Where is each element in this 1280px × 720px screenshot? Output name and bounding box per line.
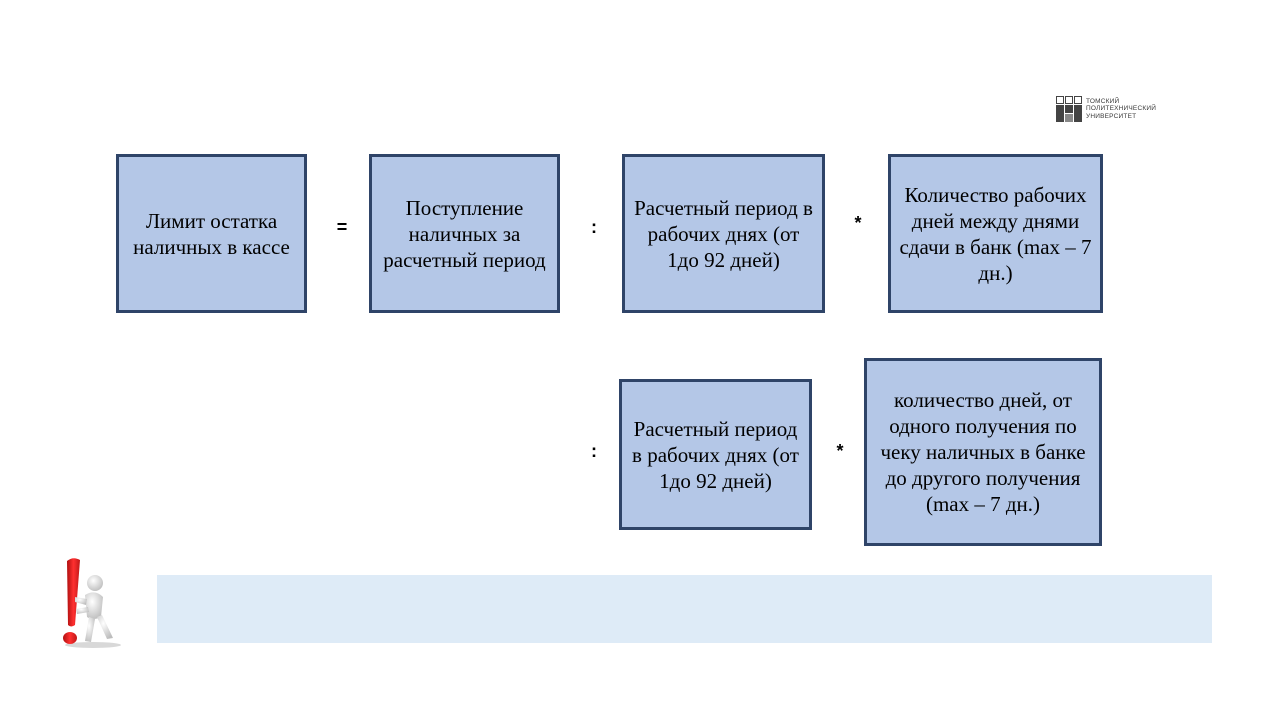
logo-line-2: ПОЛИТЕХНИЧЕСКИЙ xyxy=(1086,105,1157,113)
tpu-logo-icon xyxy=(1056,96,1082,122)
box-working-days: Количество рабочих дней между днями сдач… xyxy=(888,154,1103,313)
box-settlement-period: Расчетный период в рабочих днях (от 1до … xyxy=(622,154,825,313)
logo-line-3: УНИВЕРСИТЕТ xyxy=(1086,112,1137,120)
exclamation-figure-icon xyxy=(63,558,121,648)
operator-equals: = xyxy=(336,217,348,237)
university-logo: ТОМСКИЙ ПОЛИТЕХНИЧЕСКИЙ УНИВЕРСИТЕТ xyxy=(1056,96,1156,122)
operator-divide-2: : xyxy=(591,441,597,461)
operator-divide: : xyxy=(591,217,597,237)
box-settlement-period-2: Расчетный период в рабочих днях (от 1до … xyxy=(619,379,812,530)
operator-multiply: * xyxy=(854,213,862,233)
operator-multiply-2: * xyxy=(836,441,844,461)
logo-line-1: ТОМСКИЙ xyxy=(1086,97,1120,105)
box-cash-limit: Лимит остатка наличных в кассе xyxy=(116,154,307,313)
logo-text: ТОМСКИЙ ПОЛИТЕХНИЧЕСКИЙ УНИВЕРСИТЕТ xyxy=(1086,98,1156,121)
box-days-between-receipts: количество дней, от одного получения по … xyxy=(864,358,1102,546)
note-bar xyxy=(157,575,1212,643)
box-cash-receipts: Поступление наличных за расчетный период xyxy=(369,154,560,313)
